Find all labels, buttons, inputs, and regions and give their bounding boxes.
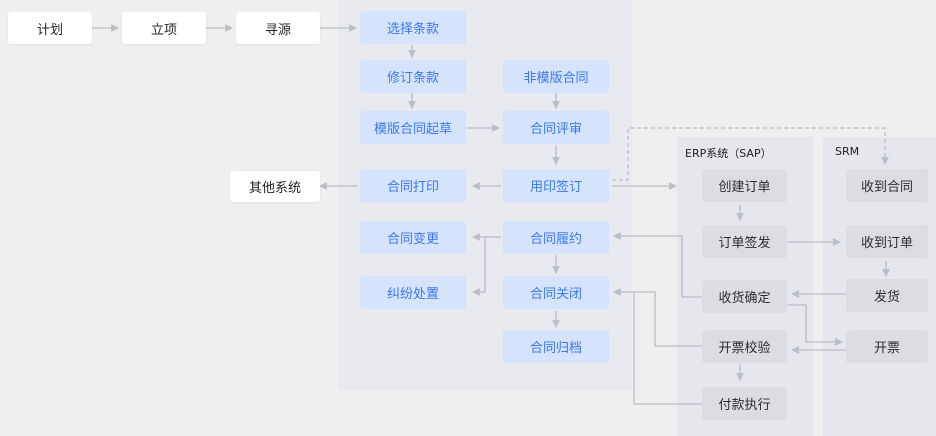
node-revise-terms[interactable]: 修订条款: [360, 60, 466, 93]
srm-panel-title: SRM: [835, 145, 860, 158]
erp-panel-title: ERP系统（SAP）: [685, 147, 772, 160]
node-dispute-handling[interactable]: 纠纷处置: [360, 276, 466, 309]
edge-seal-receive-contract: [612, 127, 889, 181]
node-other-systems[interactable]: 其他系统: [230, 171, 320, 202]
node-initiation[interactable]: 立项: [122, 12, 206, 44]
node-receive-order[interactable]: 收到订单: [846, 225, 928, 258]
node-receipt-confirm[interactable]: 收货确定: [702, 280, 787, 313]
node-plan[interactable]: 计划: [8, 12, 92, 44]
node-contract-archive[interactable]: 合同归档: [503, 330, 609, 363]
edge-receipt-performance: [613, 232, 702, 298]
node-payment-execute[interactable]: 付款执行: [702, 387, 787, 420]
edge-performance-dispute: [472, 237, 486, 296]
node-invoicing[interactable]: 开票: [846, 330, 928, 363]
edge-receipt-invoicing: [788, 304, 843, 346]
node-contract-print[interactable]: 合同打印: [360, 169, 466, 202]
node-non-template-contract[interactable]: 非模版合同: [503, 60, 609, 93]
edge-invoice-verify-close: [613, 288, 702, 347]
node-create-order[interactable]: 创建订单: [702, 169, 787, 202]
node-select-terms[interactable]: 选择条款: [360, 11, 466, 44]
node-receive-contract[interactable]: 收到合同: [846, 169, 928, 202]
node-seal-sign[interactable]: 用印签订: [503, 169, 609, 202]
node-delivery[interactable]: 发货: [846, 279, 928, 312]
node-invoice-verify[interactable]: 开票校验: [702, 330, 787, 363]
node-sourcing[interactable]: 寻源: [236, 12, 320, 44]
node-contract-close[interactable]: 合同关闭: [503, 276, 609, 309]
node-contract-review[interactable]: 合同评审: [503, 111, 609, 144]
node-contract-change[interactable]: 合同变更: [360, 221, 466, 254]
edge-payment-close: [633, 292, 702, 405]
node-contract-performance[interactable]: 合同履约: [503, 221, 609, 254]
node-order-sign[interactable]: 订单签发: [702, 225, 787, 258]
node-template-contract-draft[interactable]: 模版合同起草: [360, 111, 466, 144]
